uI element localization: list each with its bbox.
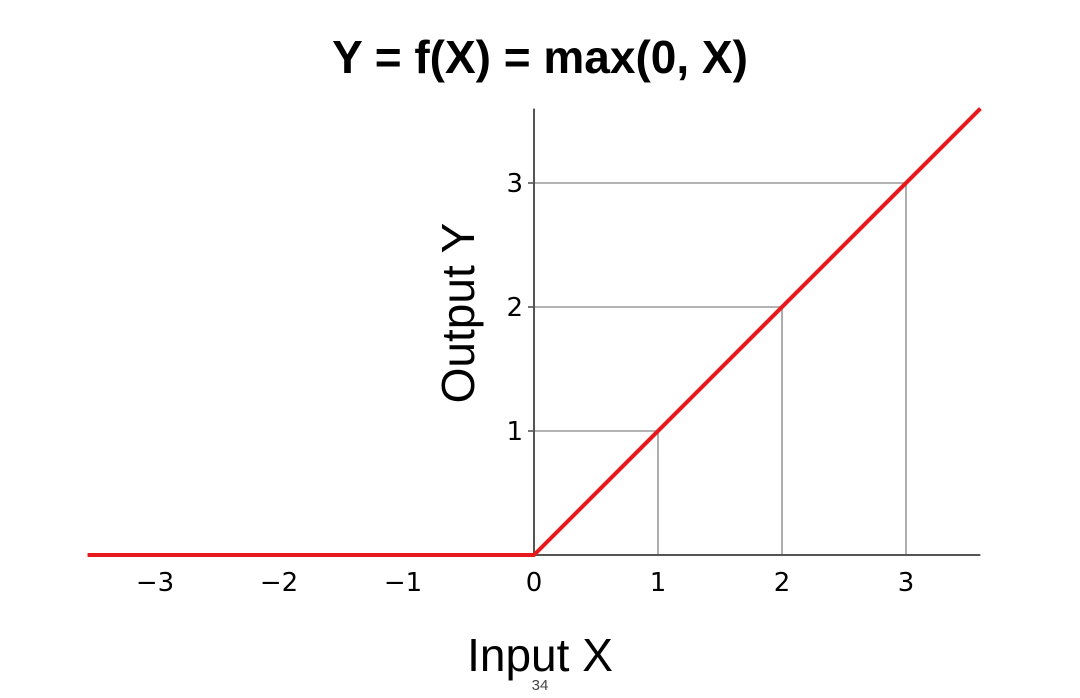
x-tick-label: −2 [260,568,298,598]
x-tick-label: 3 [898,568,915,598]
x-tick-label: 2 [774,568,791,598]
y-tick-label: 3 [506,169,523,199]
axes [87,108,981,556]
x-axis-label: Input X [467,629,613,681]
series-layer [87,107,982,557]
relu-line [87,107,982,557]
x-tick-label: −3 [136,568,174,598]
y-tick-label: 1 [506,417,523,447]
x-tick-label: 0 [526,568,543,598]
x-tick-label: 1 [650,568,667,598]
page-number: 34 [531,677,549,694]
y-tick-label: 2 [506,293,523,323]
x-tick-label: −1 [384,568,422,598]
tick-marks: −3 −2 −1 0 1 2 3 1 2 3 [136,169,914,598]
guide-lines [534,182,907,555]
y-axis-label: Output Y [432,222,484,404]
chart-title: Y = f(X) = max(0, X) [332,31,748,83]
